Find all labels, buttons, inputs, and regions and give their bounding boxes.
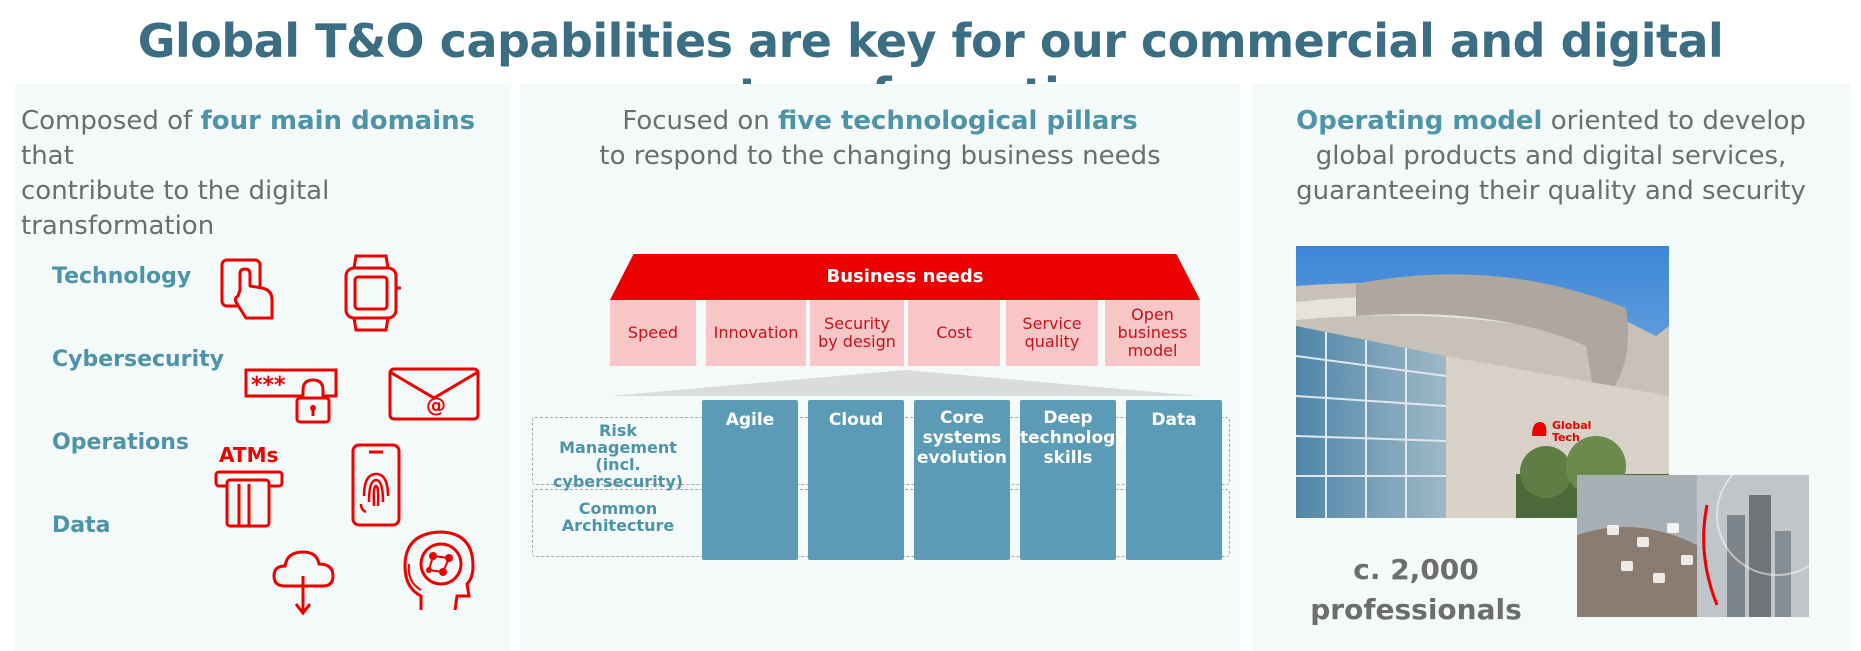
technology-photo — [1577, 475, 1809, 617]
pillars-subtitle: Focused on five technological pillars to… — [599, 106, 1161, 171]
svg-text:***: *** — [251, 373, 286, 398]
operating-model-subtitle: Operating model oriented to develop glob… — [1296, 106, 1806, 206]
cloud-download-icon — [272, 550, 335, 616]
touch-screen-icon — [220, 258, 274, 320]
atms-label: ATMs — [219, 443, 279, 467]
domain-technology: Technology — [52, 264, 192, 289]
need-speed: Speed — [610, 300, 696, 366]
email-icon: @ — [388, 367, 480, 421]
pillar-data: Data — [1126, 400, 1222, 560]
foundation-beam — [610, 370, 1200, 396]
ai-head-icon — [403, 530, 475, 611]
domains-subtitle: Composed of four main domains that contr… — [21, 106, 476, 241]
smartwatch-icon — [344, 254, 401, 332]
pillar-cloud: Cloud — [808, 400, 904, 560]
domains-panel: Composed of four main domains that contr… — [15, 84, 511, 651]
pillars-panel: Focused on five technological pillars to… — [520, 84, 1240, 651]
domain-data: Data — [52, 513, 111, 538]
need-innovation: Innovation — [706, 300, 806, 366]
domain-cybersecurity: Cybersecurity — [52, 347, 224, 372]
atm-card-icon — [214, 470, 284, 528]
svg-text:@: @ — [426, 393, 446, 417]
password-lock-icon: *** — [244, 368, 338, 424]
operating-model-panel: Operating model oriented to develop glob… — [1252, 84, 1850, 651]
domain-operations: Operations — [52, 430, 189, 455]
need-cost: Cost — [908, 300, 1000, 366]
fingerprint-phone-icon — [351, 443, 401, 527]
pillar-agile: Agile — [702, 400, 798, 560]
business-needs-roof: Business needs — [610, 254, 1200, 300]
